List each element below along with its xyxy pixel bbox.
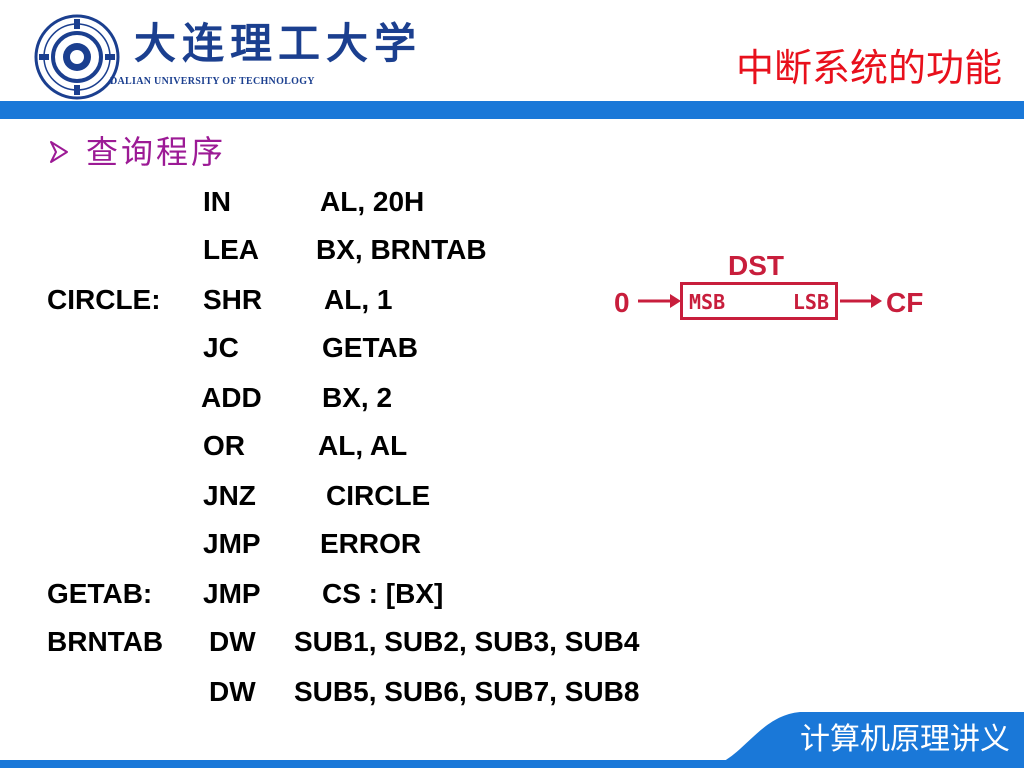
code-operand: CIRCLE bbox=[326, 480, 431, 511]
input-arrow-icon bbox=[638, 294, 681, 308]
code-operand: SUB1, SUB2, SUB3, SUB4 bbox=[294, 626, 640, 657]
code-op: LEA bbox=[203, 234, 259, 265]
code-operand: AL, 1 bbox=[324, 284, 393, 315]
code-op: DW bbox=[209, 676, 256, 707]
university-name-en: DALIAN UNIVERSITY OF TECHNOLOGY bbox=[110, 76, 315, 87]
code-operand: SUB5, SUB6, SUB7, SUB8 bbox=[294, 676, 640, 707]
code-label: CIRCLE: bbox=[47, 284, 161, 315]
code-op: JNZ bbox=[203, 480, 256, 511]
shift-right-diagram: DST 0 MSB LSB CF bbox=[608, 245, 938, 335]
code-operand: BX, 2 bbox=[322, 382, 393, 413]
footer-bar bbox=[0, 760, 1024, 768]
code-op: OR bbox=[203, 430, 245, 461]
code-op: DW bbox=[209, 626, 256, 657]
university-seal-icon bbox=[34, 14, 120, 100]
code-operand: AL, 20H bbox=[320, 186, 425, 217]
slide-header: 大连理工大学 DALIAN UNIVERSITY OF TECHNOLOGY 中… bbox=[0, 0, 1024, 120]
footer-tab bbox=[700, 712, 1024, 768]
code-operand: AL, AL bbox=[318, 430, 408, 461]
output-arrow-icon bbox=[840, 294, 882, 308]
msb-label: MSB bbox=[689, 290, 726, 314]
code-op: JMP bbox=[203, 528, 261, 559]
code-operand: BX, BRNTAB bbox=[316, 234, 487, 265]
code-op: IN bbox=[203, 186, 231, 217]
code-op: JC bbox=[203, 332, 239, 363]
code-op: JMP bbox=[203, 578, 261, 609]
slide-title: 中断系统的功能 bbox=[735, 46, 1002, 90]
code-label: GETAB: bbox=[47, 578, 153, 609]
course-name: 计算机原理讲义 bbox=[800, 722, 1010, 757]
dst-label: DST bbox=[728, 250, 784, 281]
carry-in-label: 0 bbox=[614, 287, 630, 318]
code-op: ADD bbox=[201, 382, 262, 413]
register-box: MSB LSB bbox=[680, 282, 838, 320]
code-label: BRNTAB bbox=[47, 626, 164, 657]
header-divider-bar bbox=[0, 101, 1024, 119]
code-operand: ERROR bbox=[320, 528, 422, 559]
code-operand: CS : [BX] bbox=[322, 578, 444, 609]
arrow-bullet-icon bbox=[50, 141, 68, 163]
code-op: SHR bbox=[203, 284, 263, 315]
university-name-cn: 大连理工大学 bbox=[134, 19, 423, 68]
carry-flag-label: CF bbox=[886, 287, 924, 318]
lsb-label: LSB bbox=[792, 290, 829, 314]
code-operand: GETAB bbox=[322, 332, 418, 363]
section-heading: 查询程序 bbox=[86, 133, 227, 171]
